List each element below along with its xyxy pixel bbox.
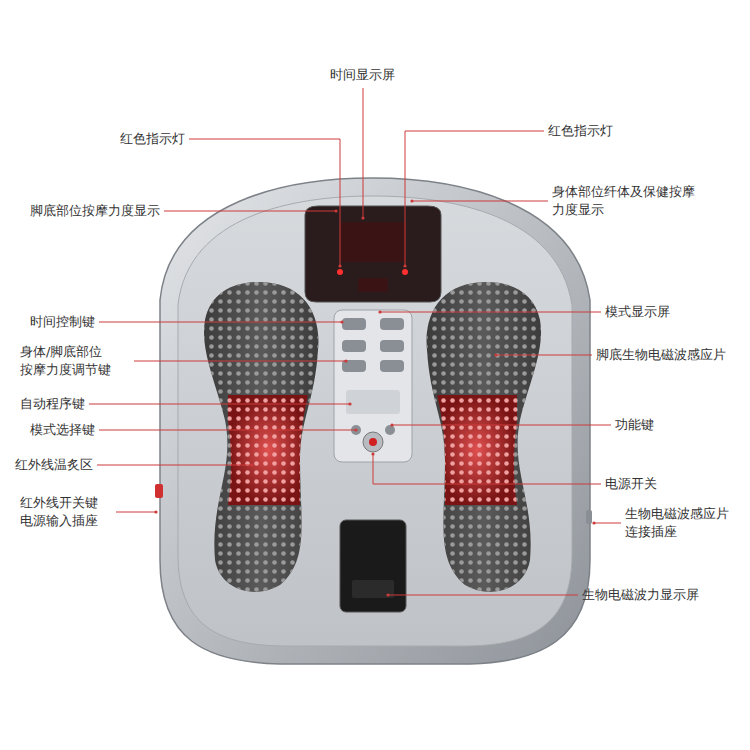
left-footpad [204, 282, 318, 592]
leader-dot [592, 521, 595, 524]
leader-dot [338, 264, 341, 267]
leader-line [412, 201, 548, 202]
callout-label: 模式选择键 [30, 421, 95, 439]
leader-dot [386, 593, 389, 596]
leader-line [164, 211, 336, 212]
housing [160, 178, 590, 664]
right-footpad [427, 282, 541, 592]
leader-dot [494, 353, 497, 356]
leader-dot [390, 423, 393, 426]
leader-line [363, 88, 364, 218]
bioelectric-display-screen [352, 580, 394, 598]
time-display [340, 222, 406, 262]
callout-label: 自动程序键 [20, 395, 85, 413]
callout-label: 生物电磁波感应片 连接插座 [625, 505, 743, 541]
callout-label: 时间显示屏 [330, 66, 395, 84]
bioelectric-display [340, 520, 406, 612]
control-panel [334, 310, 412, 462]
leader-line [392, 425, 611, 426]
callout-label: 功能键 [615, 416, 654, 434]
callout-label: 脚底生物电磁波感应片 [596, 346, 726, 364]
leader-line [496, 355, 592, 356]
indicator-light [337, 269, 343, 275]
callout-label: 红外线温炙区 [15, 456, 93, 474]
leader-dot [154, 510, 157, 513]
leader-dot [371, 452, 374, 455]
leader-line [97, 465, 252, 466]
callout-label: 身体部位纤体及保健按摩 力度显示 [552, 183, 702, 219]
leader-line [89, 404, 350, 405]
leader-dot [361, 216, 364, 219]
mode-display [358, 278, 388, 292]
callout-label: 脚底部位按摩力度显示 [30, 202, 160, 220]
leader-line [116, 512, 156, 513]
power-socket [155, 484, 163, 498]
housing-face [178, 196, 572, 646]
leader-line [373, 454, 601, 484]
callout-label: 生物电磁波力显示屏 [582, 586, 699, 604]
callout-label: 模式显示屏 [605, 303, 670, 321]
leader-dot [340, 320, 343, 323]
leader-line [388, 595, 578, 596]
leader-line [405, 131, 544, 266]
leader-line [99, 322, 342, 323]
leader-line [189, 139, 340, 266]
callout-label: 时间控制键 [30, 313, 95, 331]
leader-dot [378, 310, 381, 313]
leader-line [594, 523, 621, 524]
leader-line [380, 312, 601, 313]
pad-socket [586, 510, 592, 524]
leader-dot [410, 199, 413, 202]
display-panel [305, 206, 441, 302]
leader-dot [334, 209, 337, 212]
leader-dot [403, 264, 406, 267]
callout-label: 红外线开关键 电源输入插座 [20, 494, 112, 530]
callout-label: 红色指示灯 [548, 122, 613, 140]
leader-line [99, 430, 356, 431]
leader-dot [348, 402, 351, 405]
callout-label: 电源开关 [605, 475, 657, 493]
leader-dot [344, 359, 347, 362]
leader-dot [354, 428, 357, 431]
callout-label: 红色指示灯 [120, 130, 185, 148]
leader-dot [250, 463, 253, 466]
callout-label: 身体/脚底部位 按摩力度调节键 [20, 343, 130, 379]
leader-line [134, 361, 346, 362]
indicator-light [402, 269, 408, 275]
